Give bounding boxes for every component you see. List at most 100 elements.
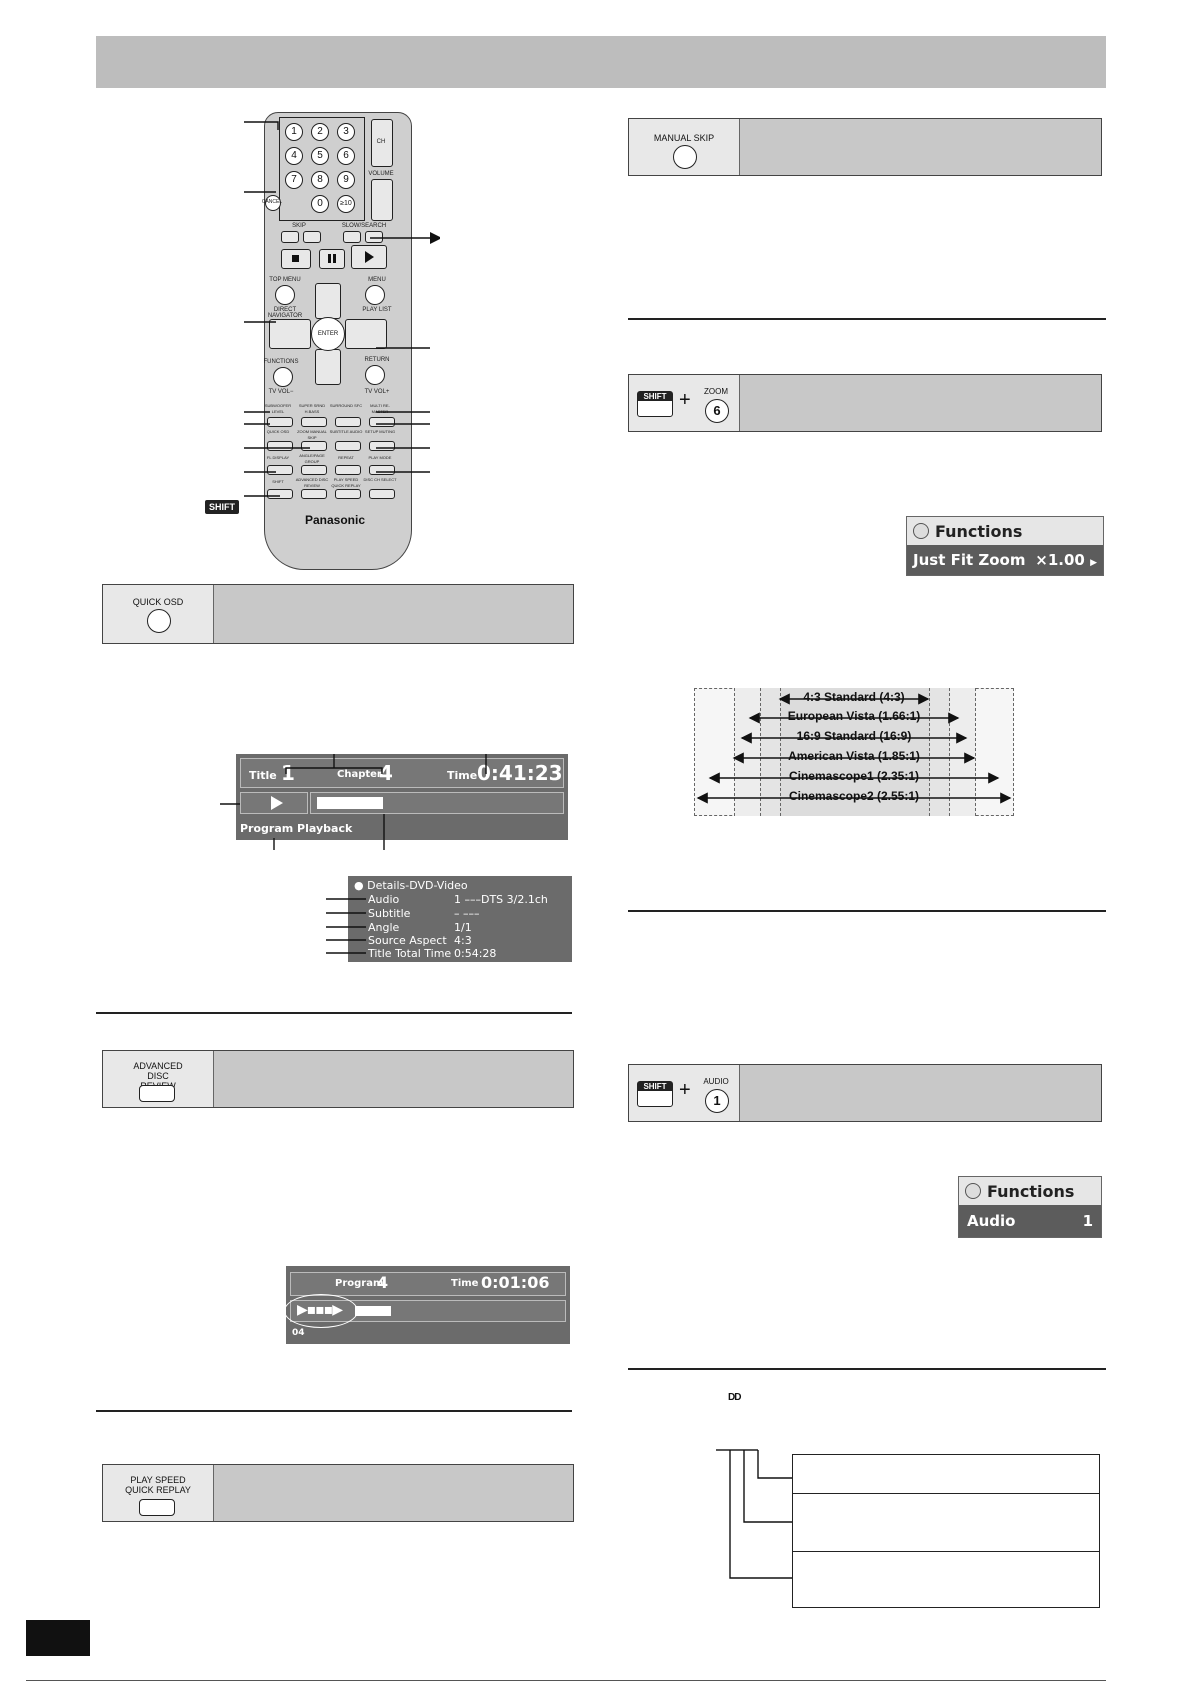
details-row-time-value: 0:54:28 <box>454 947 497 960</box>
zoom-box: SHIFT + ZOOM 6 <box>628 374 1102 432</box>
aspect-arrows <box>696 693 1012 804</box>
osd-title-label: Title <box>249 769 277 782</box>
setup-muting-button[interactable] <box>369 441 395 451</box>
disc-select-button[interactable] <box>369 489 395 499</box>
play-button[interactable] <box>351 245 387 269</box>
skip-next-button[interactable] <box>303 231 321 243</box>
details-row-audio-value: 1 –––DTS 3/2.1ch <box>454 893 548 906</box>
audio-key[interactable]: 1 <box>705 1089 729 1113</box>
super-srnd-button[interactable] <box>301 417 327 427</box>
surround-button[interactable] <box>335 417 361 427</box>
digit-7-button[interactable]: 7 <box>285 171 303 189</box>
repeat-button[interactable] <box>335 465 361 475</box>
digit-3-button[interactable]: 3 <box>337 123 355 141</box>
advanced-disc-review-button[interactable] <box>301 489 327 499</box>
functions-audio-row[interactable]: Audio 1 <box>959 1205 1101 1237</box>
adv-review-box-body <box>214 1051 573 1107</box>
stop-icon <box>292 255 299 262</box>
row2-label-1: QUICK OSD <box>266 429 290 434</box>
play-speed-label: PLAY SPEED QUICK REPLAY <box>125 1475 191 1495</box>
play-mode-button[interactable] <box>369 465 395 475</box>
digit-0-button[interactable]: 0 <box>311 195 329 213</box>
row1-label-2: SUPER SRND H.BASS <box>298 403 326 414</box>
quick-osd-key-label: QUICK OSD <box>103 585 214 643</box>
bottom-rule <box>26 1680 1106 1681</box>
check-icon <box>965 1183 981 1199</box>
cancel-button[interactable] <box>265 195 281 211</box>
digit-10-button[interactable]: ≥10 <box>337 195 355 213</box>
functions-button[interactable] <box>273 367 293 387</box>
osd-chapter-value: 4 <box>379 761 393 785</box>
audio-box-body <box>740 1065 1101 1121</box>
fast-forward-button[interactable] <box>365 231 383 243</box>
digit-9-button[interactable]: 9 <box>337 171 355 189</box>
osd-chapter-label: Chapter <box>337 769 382 780</box>
functions-zoom-row[interactable]: Just Fit Zoom ×1.00 ▶ <box>907 545 1103 575</box>
adv-review-key[interactable] <box>139 1085 175 1102</box>
bracket-box-3 <box>792 1552 1100 1608</box>
quick-osd-key[interactable] <box>147 609 171 633</box>
stop-button[interactable] <box>281 249 311 269</box>
audio-shift-key[interactable]: SHIFT <box>637 1081 673 1107</box>
top-menu-button[interactable] <box>275 285 295 305</box>
zoom-box-body <box>740 375 1101 431</box>
functions-zoom-item: Just Fit Zoom <box>913 551 1026 569</box>
menu-button[interactable] <box>365 285 385 305</box>
play-speed-key-label: PLAY SPEED QUICK REPLAY <box>103 1465 214 1521</box>
volume-key[interactable] <box>371 179 393 221</box>
pause-icon <box>328 254 336 263</box>
digit-5-button[interactable]: 5 <box>311 147 329 165</box>
zoom-key-text: ZOOM <box>704 387 728 396</box>
skip-prev-button[interactable] <box>281 231 299 243</box>
aspect-label-6: Cinemascope2 (2.55:1) <box>788 789 920 803</box>
row2-label-4: SETUP MUTING <box>364 429 396 434</box>
fl-display-button[interactable] <box>267 465 293 475</box>
direct-navigator-label: DIRECT NAVIGATOR <box>267 307 303 319</box>
return-button[interactable] <box>365 365 385 385</box>
manual-skip-box: MANUAL SKIP <box>628 118 1102 176</box>
channel-key[interactable] <box>371 119 393 167</box>
digit-1-button[interactable]: 1 <box>285 123 303 141</box>
adv-progress-bar <box>355 1306 391 1316</box>
pause-button[interactable] <box>319 249 345 269</box>
check-icon <box>913 523 929 539</box>
dpad-left-button[interactable] <box>269 319 311 349</box>
digit-6-button[interactable]: 6 <box>337 147 355 165</box>
multi-remaster-button[interactable] <box>369 417 395 427</box>
subwoofer-button[interactable] <box>267 417 293 427</box>
adv-review-box: ADVANCED DISC REVIEW <box>102 1050 574 1108</box>
rewind-button[interactable] <box>343 231 361 243</box>
aspect-label-4: American Vista (1.85:1) <box>788 749 920 763</box>
adv-osd-circle <box>284 1294 358 1328</box>
play-icon <box>365 251 374 263</box>
digit-4-button[interactable]: 4 <box>285 147 303 165</box>
details-row-audio-name: Audio <box>368 893 400 906</box>
manual-skip-key[interactable] <box>673 145 697 169</box>
play-speed-key[interactable] <box>139 1499 175 1516</box>
subtitle-audio-button[interactable] <box>335 441 361 451</box>
zoom-shift-key[interactable]: SHIFT <box>637 391 673 417</box>
functions-audio-head-text: Functions <box>987 1181 1075 1201</box>
details-panel: ● Details-DVD-Video Audio 1 –––DTS 3/2.1… <box>348 876 572 962</box>
details-row-angle-name: Angle <box>368 921 400 934</box>
play-speed-button[interactable] <box>335 489 361 499</box>
angle-group-button[interactable] <box>301 465 327 475</box>
digit-8-button[interactable]: 8 <box>311 171 329 189</box>
osd-time-value: 0:41:23 <box>477 761 563 785</box>
adv-program-label: Program <box>335 1278 384 1289</box>
tv-vol-plus-label: TV VOL+ <box>364 389 390 395</box>
dpad-right-button[interactable] <box>345 319 387 349</box>
shift-button[interactable] <box>267 489 293 499</box>
adv-time-label: Time <box>451 1278 479 1289</box>
zoom-key[interactable]: 6 <box>705 399 729 423</box>
enter-button[interactable]: ENTER <box>311 317 345 351</box>
quick-osd-button[interactable] <box>267 441 293 451</box>
digit-2-button[interactable]: 2 <box>311 123 329 141</box>
zoom-manual-skip-button[interactable] <box>301 441 327 451</box>
header-bar <box>96 36 1106 88</box>
details-header: ● Details-DVD-Video <box>354 879 468 892</box>
dolby-mark: DD <box>728 1392 741 1403</box>
divider-right-2 <box>628 910 1106 912</box>
row3-label-3: REPEAT <box>338 455 354 460</box>
row2-label-2: ZOOM MANUAL SKIP <box>297 429 327 440</box>
